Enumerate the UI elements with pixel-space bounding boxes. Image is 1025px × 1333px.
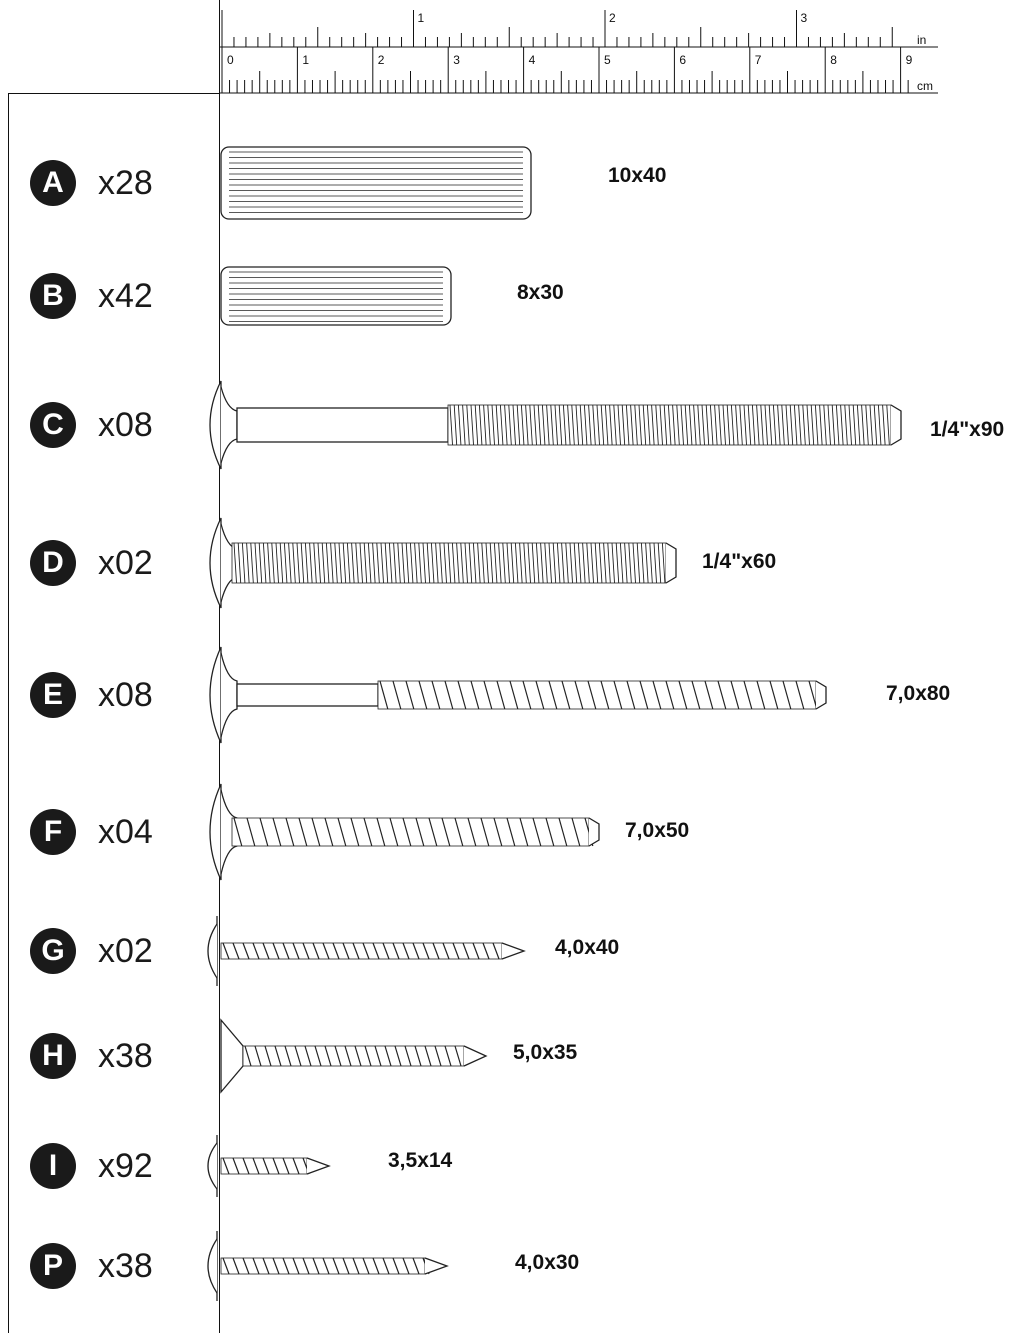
measuring-ruler: in cm 1 2 3 0 1 2 3 4 5 6 7 8 9 <box>220 10 938 94</box>
part-size-label: 8x30 <box>517 281 564 304</box>
ruler-in-unit: in <box>917 33 926 47</box>
ruler-cm-label: 4 <box>529 53 536 67</box>
part-quantity: x04 <box>98 813 153 851</box>
part-size-label: 1/4"x60 <box>702 550 777 573</box>
part-quantity: x02 <box>98 544 153 582</box>
part-letter-badge: A <box>30 160 76 206</box>
part-quantity: x08 <box>98 406 153 444</box>
part-letter-badge: C <box>30 402 76 448</box>
part-letter-badge: D <box>30 540 76 586</box>
part-size-label: 4,0x40 <box>555 936 620 959</box>
ruler-cm-label: 6 <box>679 53 686 67</box>
ruler-cm-label: 0 <box>227 53 234 67</box>
part-quantity: x92 <box>98 1147 153 1185</box>
ruler-cm-label: 5 <box>604 53 611 67</box>
part-size-label: 7,0x50 <box>625 819 690 842</box>
part-letter-badge: H <box>30 1033 76 1079</box>
part-size-label: 7,0x80 <box>886 682 951 705</box>
part-letter-badge: G <box>30 928 76 974</box>
part-quantity: x38 <box>98 1037 153 1075</box>
frame-top-border <box>8 93 220 94</box>
frame-left-border <box>8 93 9 1333</box>
part-letter-badge: B <box>30 273 76 319</box>
part-letter-badge: I <box>30 1143 76 1189</box>
part-quantity: x08 <box>98 676 153 714</box>
part-letter-badge: P <box>30 1243 76 1289</box>
ruler-cm-label: 3 <box>453 53 460 67</box>
part-size-label: 4,0x30 <box>515 1251 580 1274</box>
part-size-label: 3,5x14 <box>388 1149 453 1172</box>
part-quantity: x42 <box>98 277 153 315</box>
part-size-label: 1/4"x90 <box>930 418 1005 441</box>
ruler-cm-label: 1 <box>302 53 309 67</box>
ruler-inch-label: 3 <box>801 11 808 25</box>
part-letter-badge: F <box>30 809 76 855</box>
ruler-cm-label: 8 <box>830 53 837 67</box>
part-letter-badge: E <box>30 672 76 718</box>
part-quantity: x28 <box>98 164 153 202</box>
ruler-inch-label: 2 <box>609 11 616 25</box>
part-size-label: 5,0x35 <box>513 1041 578 1064</box>
part-quantity: x38 <box>98 1247 153 1285</box>
ruler-cm-unit: cm <box>917 79 933 93</box>
ruler-inch-label: 1 <box>418 11 425 25</box>
ruler-cm-label: 9 <box>906 53 913 67</box>
part-size-label: 10x40 <box>608 164 667 187</box>
part-quantity: x02 <box>98 932 153 970</box>
ruler-cm-label: 2 <box>378 53 385 67</box>
ruler-cm-label: 7 <box>755 53 762 67</box>
